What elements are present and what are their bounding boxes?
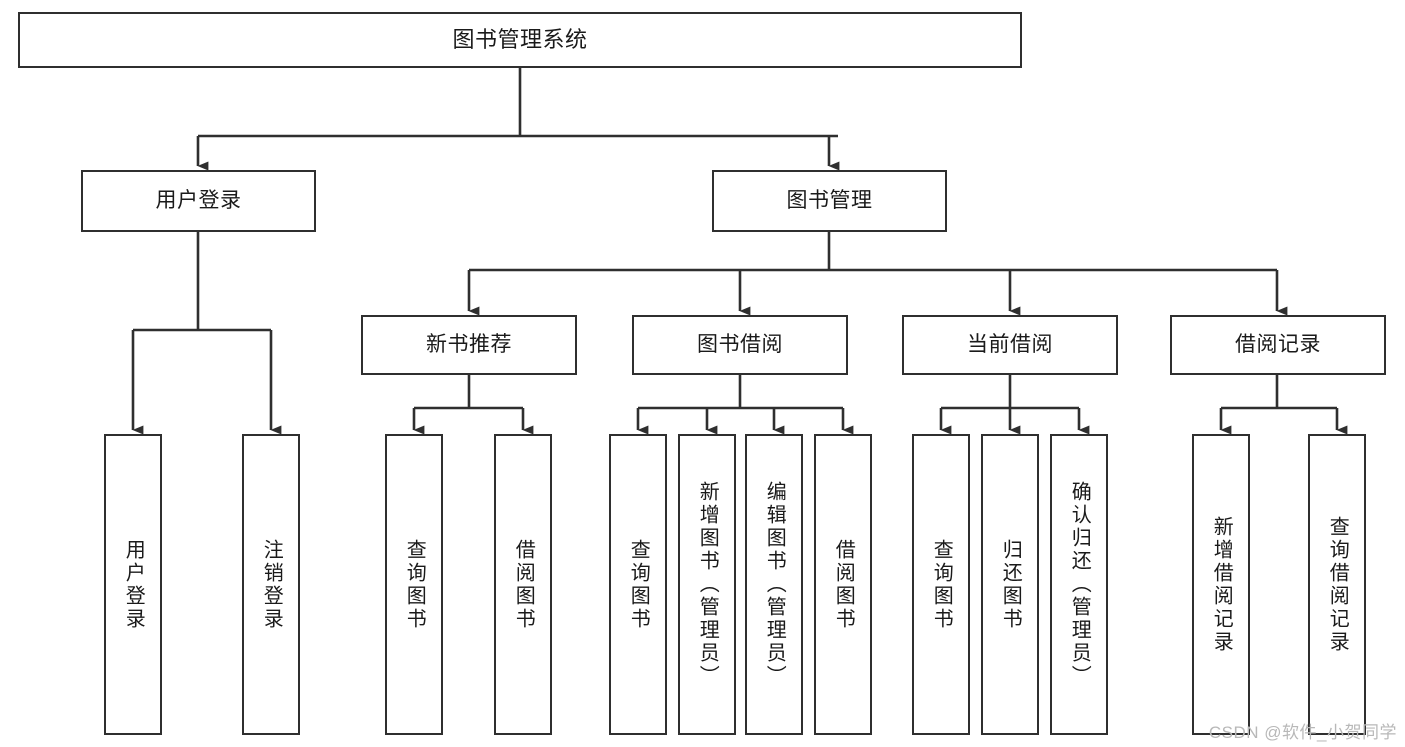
node-user-login-label: 用户登录 [155,189,242,213]
leaf-borrow-query-book-label: 查询图书 [627,538,650,631]
leaf-user-login-signin-label: 用户登录 [122,538,145,631]
leaf-user-login-signout-label: 注销登录 [260,538,283,631]
leaf-current-query-book[interactable]: 查询图书 [912,434,970,735]
node-book-management[interactable]: 图书管理 [712,170,947,232]
node-book-borrow-label: 图书借阅 [697,333,783,357]
leaf-borrow-add-book-admin[interactable]: 新增图书（管理员） [678,434,736,735]
node-root-system[interactable]: 图书管理系统 [18,12,1022,68]
leaf-borrow-edit-book-admin-label: 编辑图书（管理员） [763,481,786,688]
node-root-system-label: 图书管理系统 [452,26,588,52]
leaf-newbook-query-book[interactable]: 查询图书 [385,434,443,735]
leaf-user-login-signin[interactable]: 用户登录 [104,434,162,735]
node-new-book-recommend-label: 新书推荐 [426,333,512,357]
leaf-record-add-record[interactable]: 新增借阅记录 [1192,434,1250,735]
node-new-book-recommend[interactable]: 新书推荐 [361,315,577,375]
leaf-current-confirm-return-admin-label: 确认归还（管理员） [1068,481,1091,688]
leaf-borrow-borrow-book[interactable]: 借阅图书 [814,434,872,735]
leaf-borrow-query-book[interactable]: 查询图书 [609,434,667,735]
node-book-management-label: 图书管理 [786,189,873,213]
leaf-record-add-record-label: 新增借阅记录 [1210,515,1233,654]
node-borrow-record-label: 借阅记录 [1235,333,1321,357]
leaf-user-login-signout[interactable]: 注销登录 [242,434,300,735]
leaf-current-return-book[interactable]: 归还图书 [981,434,1039,735]
leaf-newbook-query-book-label: 查询图书 [403,538,426,631]
leaf-borrow-edit-book-admin[interactable]: 编辑图书（管理员） [745,434,803,735]
node-user-login[interactable]: 用户登录 [81,170,316,232]
leaf-borrow-borrow-book-label: 借阅图书 [832,538,855,631]
leaf-current-return-book-label: 归还图书 [999,538,1022,631]
node-book-borrow[interactable]: 图书借阅 [632,315,848,375]
node-current-borrow[interactable]: 当前借阅 [902,315,1118,375]
leaf-borrow-add-book-admin-label: 新增图书（管理员） [696,481,719,688]
leaf-record-query-record[interactable]: 查询借阅记录 [1308,434,1366,735]
leaf-current-confirm-return-admin[interactable]: 确认归还（管理员） [1050,434,1108,735]
node-borrow-record[interactable]: 借阅记录 [1170,315,1386,375]
leaf-record-query-record-label: 查询借阅记录 [1326,515,1349,654]
node-current-borrow-label: 当前借阅 [967,333,1053,357]
leaf-newbook-borrow-book[interactable]: 借阅图书 [494,434,552,735]
leaf-current-query-book-label: 查询图书 [930,538,953,631]
csdn-watermark: CSDN @软件_小贺同学 [1208,723,1397,742]
leaf-newbook-borrow-book-label: 借阅图书 [512,538,535,631]
